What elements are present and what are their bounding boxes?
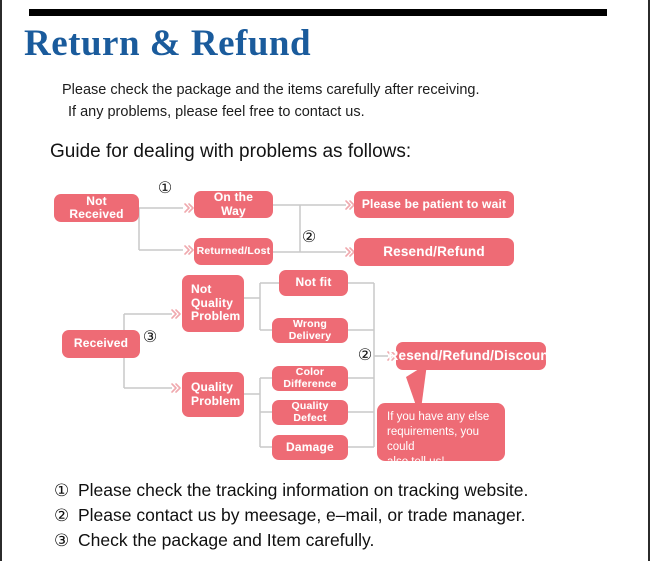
node-color-difference[interactable]: Color Difference xyxy=(272,366,348,391)
callout-line-1: If you have any else xyxy=(387,411,490,423)
node-resend-refund[interactable]: Resend/Refund xyxy=(354,238,514,266)
list-item: ③ Check the package and Item carefully. xyxy=(54,528,614,553)
list-item-number: ② xyxy=(54,506,70,525)
node-received[interactable]: Received xyxy=(62,330,140,358)
node-returned-lost[interactable]: Returned/Lost xyxy=(194,238,273,265)
marker-step-3: ③ xyxy=(142,329,158,346)
node-wrong-delivery[interactable]: Wrong Delivery xyxy=(272,318,348,343)
node-not-fit[interactable]: Not fit xyxy=(279,270,348,296)
node-please-be-patient[interactable]: Please be patient to wait xyxy=(354,191,514,218)
marker-step-1: ① xyxy=(157,180,173,197)
intro-line-2: If any problems, please feel free to con… xyxy=(68,104,365,120)
problem-flowchart: Not Received On the Way Returned/Lost Pl… xyxy=(2,172,648,472)
intro-text: Please check the package and the items c… xyxy=(62,79,582,123)
node-not-quality-problem[interactable]: Not Quality Problem xyxy=(182,275,244,332)
extra-requirements-callout: If you have any else requirements, you c… xyxy=(377,403,505,468)
node-quality-problem[interactable]: Quality Problem xyxy=(182,372,244,417)
list-item-number: ① xyxy=(54,481,70,500)
intro-line-1: Please check the package and the items c… xyxy=(62,82,480,98)
list-item-number: ③ xyxy=(54,531,70,550)
list-item: ② Please contact us by meesage, e–mail, … xyxy=(54,503,614,528)
marker-step-2-top: ② xyxy=(301,229,317,246)
callout-line-3: also tell us! xyxy=(387,456,445,468)
node-damage[interactable]: Damage xyxy=(272,435,348,460)
node-resend-refund-discount[interactable]: Resend/Refund/Discount xyxy=(389,342,553,370)
node-on-the-way[interactable]: On the Way xyxy=(194,190,273,218)
callout-line-2: requirements, you could xyxy=(387,426,480,453)
marker-step-2-bottom: ② xyxy=(357,347,373,364)
node-not-received[interactable]: Not Received xyxy=(54,194,139,222)
list-item: ① Please check the tracking information … xyxy=(54,478,614,503)
node-quality-defect[interactable]: Quality Defect xyxy=(272,400,348,425)
list-item-text: Check the package and Item carefully. xyxy=(78,530,375,550)
page-title: Return & Refund xyxy=(24,23,312,64)
header-rule xyxy=(29,9,607,16)
list-item-text: Please contact us by meesage, e–mail, or… xyxy=(78,505,526,525)
instruction-list: ① Please check the tracking information … xyxy=(54,478,614,553)
guide-heading: Guide for dealing with problems as follo… xyxy=(50,141,412,162)
list-item-text: Please check the tracking information on… xyxy=(78,480,529,500)
